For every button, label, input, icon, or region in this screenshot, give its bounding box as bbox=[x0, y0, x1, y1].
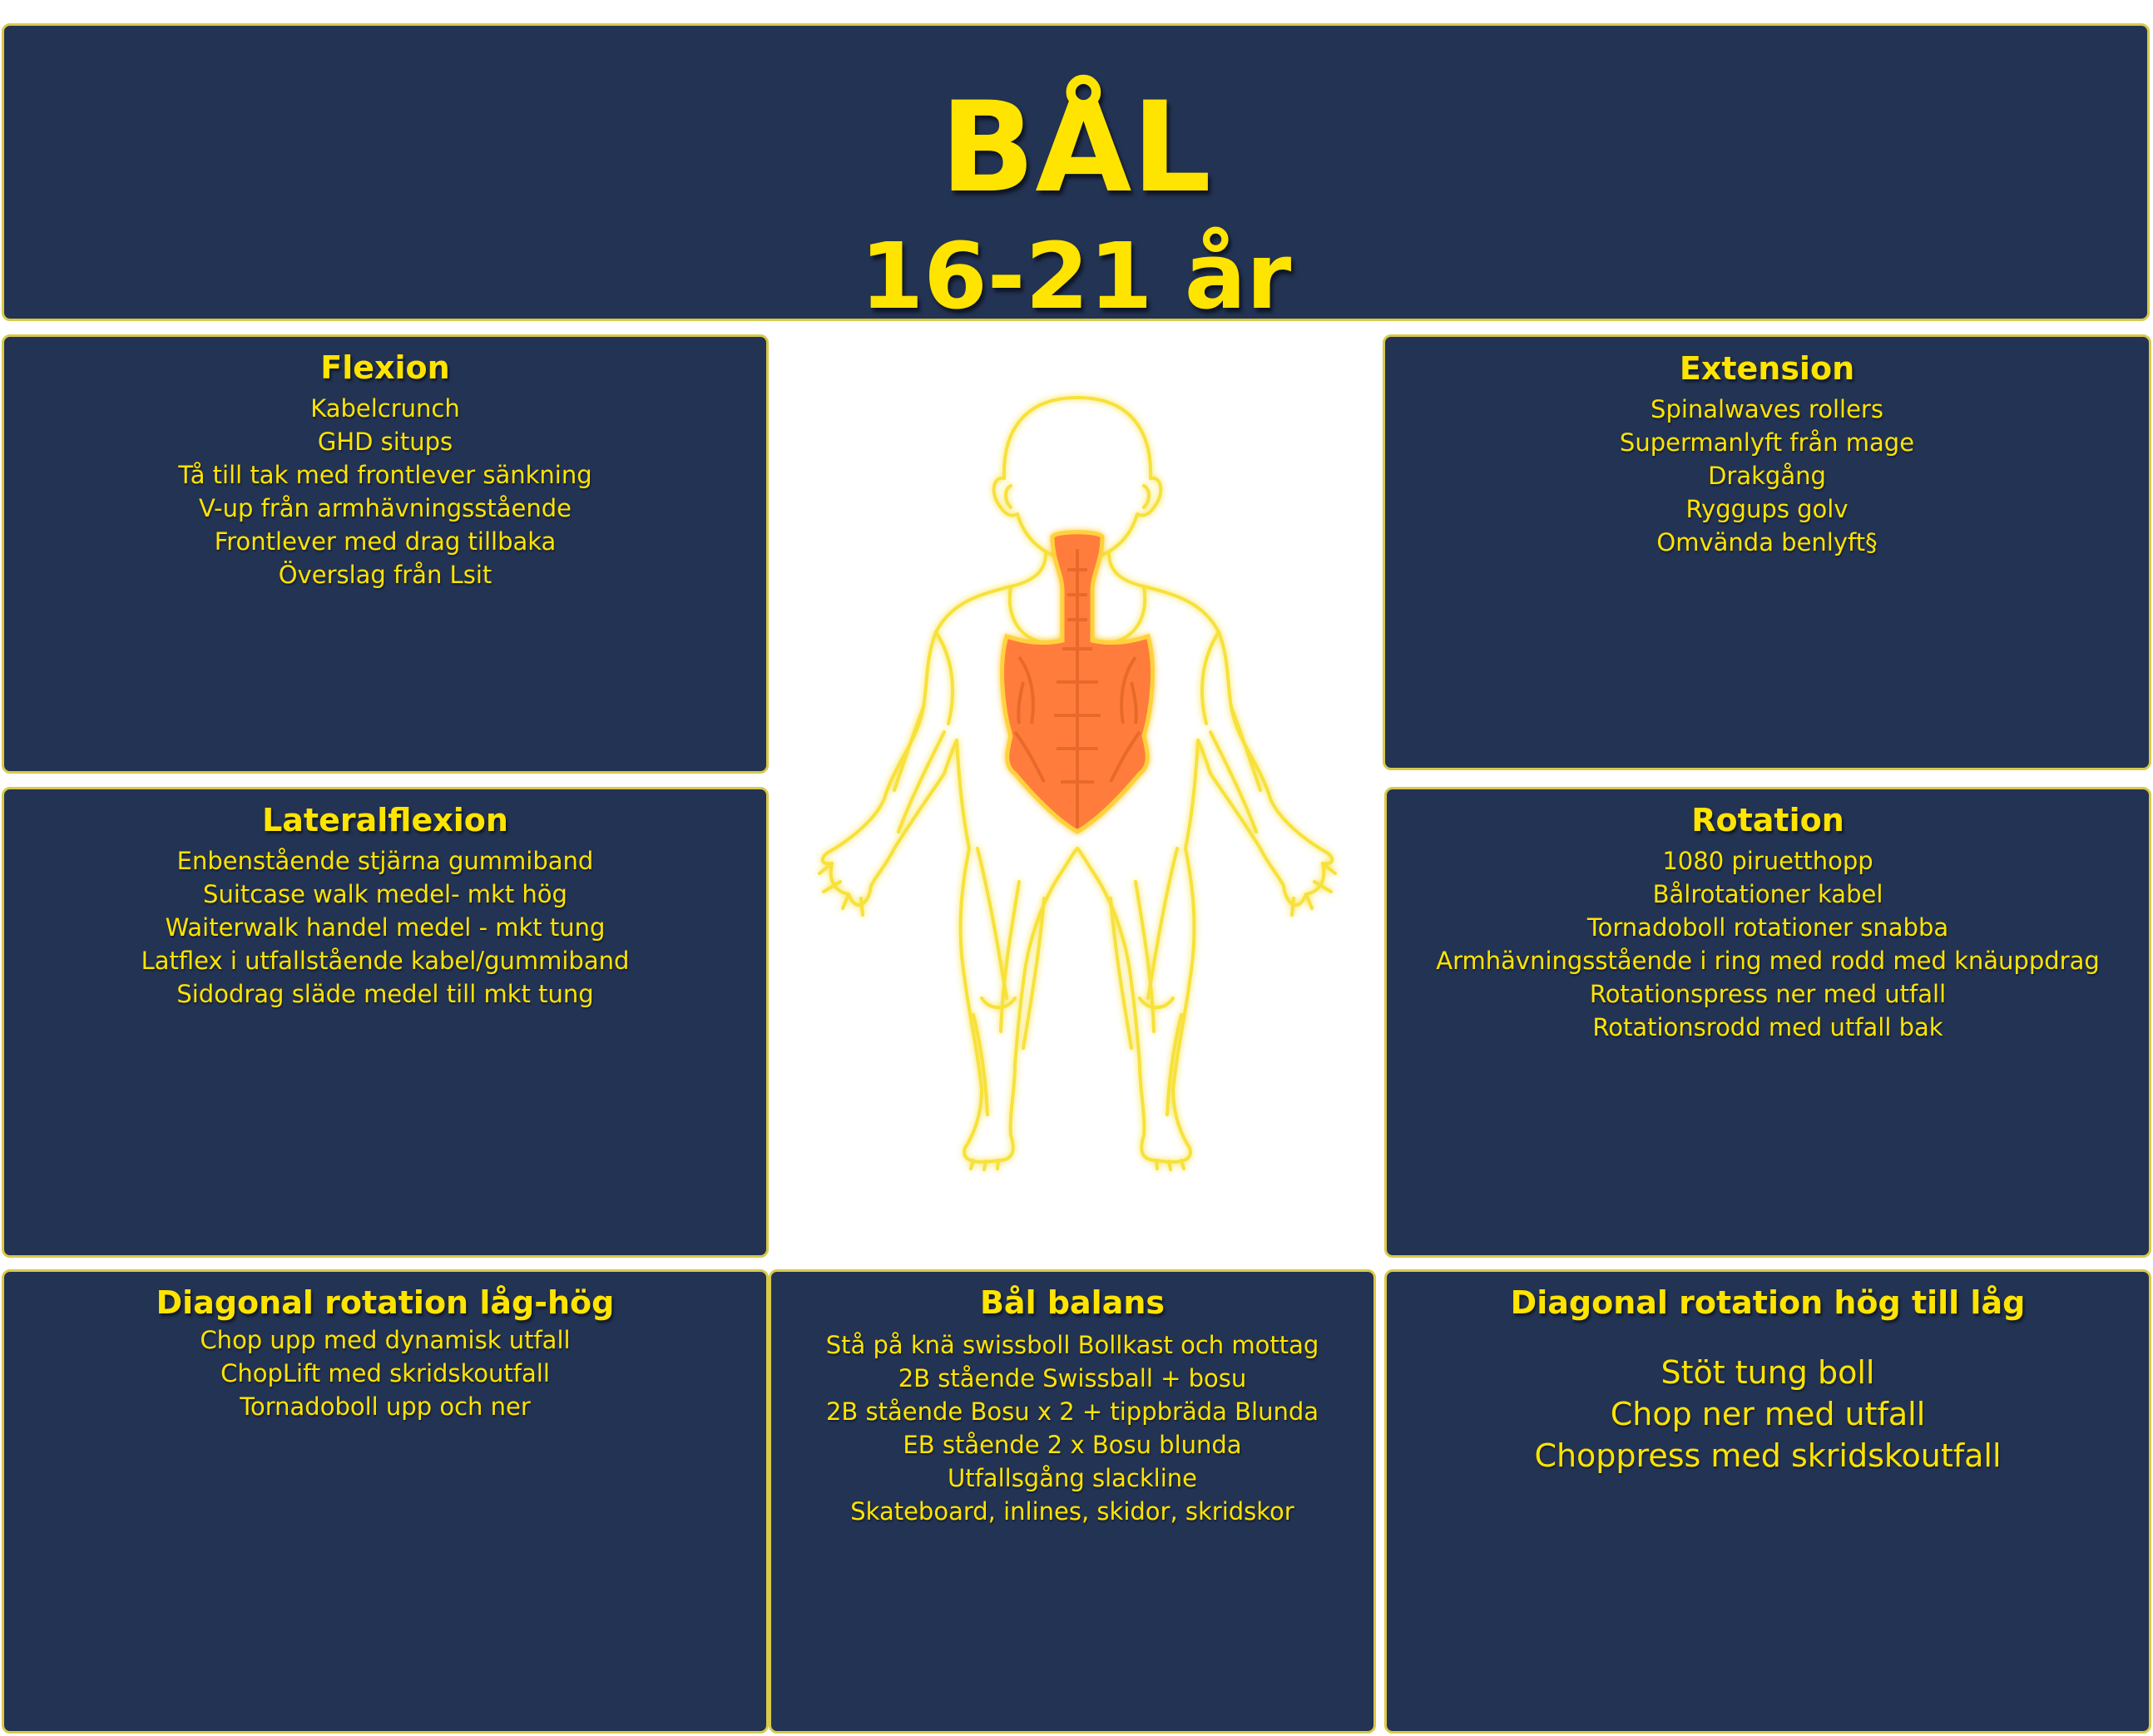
list-item: EB stående 2 x Bosu blunda bbox=[903, 1431, 1242, 1459]
list-item: Armhävningsstående i ring med rodd med k… bbox=[1436, 947, 2100, 975]
list-item: Enbenstående stjärna gummiband bbox=[176, 847, 594, 875]
list-item: Frontlever med drag tillbaka bbox=[214, 527, 557, 556]
panel-title: Flexion bbox=[320, 349, 450, 386]
list-item: 1080 piruetthopp bbox=[1662, 847, 1873, 875]
list-item: Stå på knä swissboll Bollkast och mottag bbox=[825, 1331, 1319, 1359]
panel-title: Rotation bbox=[1691, 802, 1844, 838]
panel-title: Bål balans bbox=[979, 1284, 1166, 1321]
panel-title: Diagonal rotation hög till låg bbox=[1510, 1284, 2026, 1321]
list-item: Skateboard, inlines, skidor, skridskor bbox=[850, 1497, 1294, 1526]
list-item: Rotationspress ner med utfall bbox=[1589, 980, 1947, 1008]
balance-panel: Bål balans Stå på knä swissboll Bollkast… bbox=[769, 1269, 1376, 1734]
header-panel: BÅL 16-21 år bbox=[2, 23, 2150, 321]
list-item: Sidodrag släde medel till mkt tung bbox=[176, 980, 594, 1008]
rotation-panel: Rotation 1080 piruetthopp Bålrotationer … bbox=[1384, 787, 2151, 1258]
list-item: GHD situps bbox=[317, 428, 453, 456]
list-item: Waiterwalk handel medel - mkt tung bbox=[165, 913, 606, 942]
list-item: Spinalwaves rollers bbox=[1651, 395, 1883, 423]
page-subtitle: 16-21 år bbox=[859, 223, 1292, 321]
list-item: Supermanlyft från mage bbox=[1619, 428, 1915, 457]
list-item: Chop upp med dynamisk utfall bbox=[200, 1326, 571, 1354]
diagonal-low-high-panel: Diagonal rotation låg-hög Chop upp med d… bbox=[2, 1269, 769, 1734]
diagonal-high-low-panel: Diagonal rotation hög till låg Stöt tung… bbox=[1384, 1269, 2151, 1734]
list-item: Latflex i utfallstående kabel/gummiband bbox=[141, 947, 630, 975]
lateralflexion-panel: Lateralflexion Enbenstående stjärna gumm… bbox=[2, 787, 769, 1258]
list-item: Suitcase walk medel- mkt hög bbox=[203, 880, 567, 908]
list-item: Tornadoboll upp och ner bbox=[240, 1392, 531, 1421]
list-item: Tå till tak med frontlever sänkning bbox=[178, 461, 592, 489]
list-item: Omvända benlyft§ bbox=[1656, 528, 1878, 556]
list-item: Drakgång bbox=[1708, 462, 1826, 490]
list-item: 2B stående Bosu x 2 + tippbräda Blunda bbox=[825, 1397, 1319, 1426]
list-item: 2B stående Swissball + bosu bbox=[898, 1364, 1247, 1392]
list-item: Ryggups golv bbox=[1685, 495, 1849, 523]
panel-title: Diagonal rotation låg-hög bbox=[156, 1284, 615, 1321]
list-item: Utfallsgång slackline bbox=[948, 1464, 1197, 1492]
list-item: Rotationsrodd med utfall bak bbox=[1592, 1013, 1943, 1041]
list-item: V-up från armhävningsstående bbox=[199, 494, 572, 522]
panel-title: Lateralflexion bbox=[262, 802, 508, 838]
panel-title: Extension bbox=[1679, 350, 1855, 387]
list-item: Bålrotationer kabel bbox=[1652, 880, 1883, 908]
human-body-muscle-icon bbox=[811, 383, 1344, 1198]
list-item: Stöt tung boll bbox=[1661, 1354, 1875, 1391]
list-item: Choppress med skridskoutfall bbox=[1534, 1437, 2002, 1474]
list-item: ChopLift med skridskoutfall bbox=[220, 1359, 550, 1387]
page-title: BÅL bbox=[939, 76, 1211, 220]
list-item: Tornadoboll rotationer snabba bbox=[1586, 913, 1949, 942]
extension-panel: Extension Spinalwaves rollers Supermanly… bbox=[1383, 334, 2151, 770]
flexion-panel: Flexion Kabelcrunch GHD situps Tå till t… bbox=[2, 334, 769, 774]
list-item: Chop ner med utfall bbox=[1610, 1396, 1926, 1432]
list-item: Överslag från Lsit bbox=[278, 561, 492, 589]
list-item: Kabelcrunch bbox=[310, 394, 460, 423]
